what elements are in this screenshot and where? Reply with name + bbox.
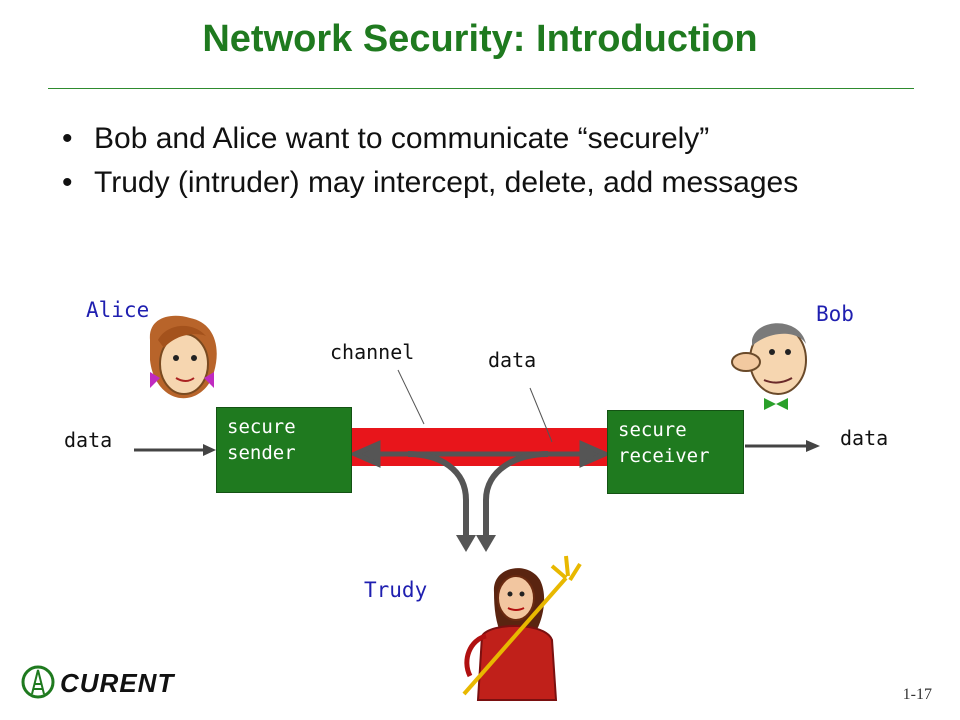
channel-leader-line bbox=[397, 369, 425, 425]
input-data-label: data bbox=[64, 428, 113, 452]
slide-title: Network Security: Introduction bbox=[202, 18, 758, 60]
intercept-arrows bbox=[407, 451, 549, 535]
bob-label: Bob bbox=[816, 302, 854, 326]
receiver-box-line2: receiver bbox=[618, 445, 710, 467]
data-leader-line bbox=[529, 387, 553, 443]
output-data-label: data bbox=[840, 426, 889, 450]
output-arrow bbox=[745, 440, 820, 452]
alice-label: Alice bbox=[86, 298, 150, 322]
receiver-box-line1: secure bbox=[618, 419, 687, 441]
secure-receiver-box: secure receiver bbox=[607, 410, 744, 494]
input-arrow bbox=[134, 444, 216, 456]
page-number: 1-17 bbox=[902, 686, 932, 703]
title-divider bbox=[48, 88, 914, 89]
intercept-arrowhead bbox=[456, 535, 476, 552]
curent-logo-icon bbox=[21, 665, 55, 699]
trudy-label: Trudy bbox=[364, 578, 428, 602]
secure-sender-box: secure sender bbox=[216, 407, 352, 493]
sender-box-line1: secure bbox=[227, 416, 296, 438]
logo-text: CURENT bbox=[60, 668, 175, 698]
sender-box-line2: sender bbox=[227, 442, 296, 464]
channel-bar bbox=[352, 428, 608, 466]
trudy-icon bbox=[462, 555, 582, 701]
bullet-item: Trudy (intruder) may intercept, delete, … bbox=[62, 164, 902, 202]
bullet-list: Bob and Alice want to communicate “secur… bbox=[62, 120, 902, 208]
bullet-item: Bob and Alice want to communicate “secur… bbox=[62, 120, 902, 158]
channel-data-label: data bbox=[488, 348, 537, 372]
intercept-arrowhead bbox=[476, 535, 496, 552]
alice-icon bbox=[149, 315, 217, 399]
bob-icon bbox=[731, 323, 807, 410]
channel-label: channel bbox=[330, 340, 415, 364]
